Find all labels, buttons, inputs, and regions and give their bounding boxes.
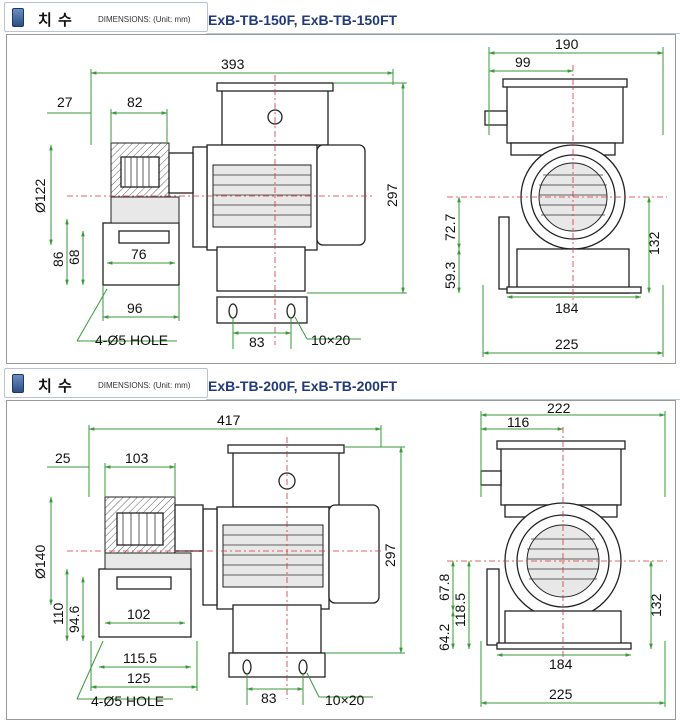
header-units: DIMENSIONS: (Unit: mm) xyxy=(98,381,191,390)
dim-height: 297 xyxy=(384,183,400,207)
dim-116: 116 xyxy=(507,414,530,430)
dim-83: 83 xyxy=(249,334,265,350)
dim-125: 125 xyxy=(127,670,151,686)
dim-103: 103 xyxy=(125,450,149,466)
dim-overall-length: 393 xyxy=(221,56,245,72)
dim-overall-length: 417 xyxy=(217,412,241,428)
side-dimensions: 393 27 82 Ø122 86 68 76 96 4-Ø5 HOLE 83 … xyxy=(32,56,407,350)
dim-94-6: 94.6 xyxy=(66,606,82,633)
dim-68: 68 xyxy=(66,249,82,265)
side-view xyxy=(67,437,383,699)
front-dimensions: 190 99 72.7 59.3 132 184 225 xyxy=(442,36,664,357)
dim-dia122: Ø122 xyxy=(32,179,48,213)
dim-225: 225 xyxy=(555,336,579,352)
dim-27: 27 xyxy=(57,94,73,110)
dim-72-7: 72.7 xyxy=(442,214,458,241)
section-marker-icon xyxy=(12,8,24,27)
dim-86: 86 xyxy=(50,251,66,267)
dim-225: 225 xyxy=(549,686,573,702)
front-dimensions: 222 116 67.8 118.5 64.2 132 184 225 xyxy=(436,400,666,707)
model-name: ExB-TB-200F, ExB-TB-200FT xyxy=(208,378,398,394)
front-view xyxy=(447,427,667,663)
dim-96: 96 xyxy=(127,300,143,316)
dim-slot: 10×20 xyxy=(325,692,365,708)
side-view xyxy=(67,75,372,345)
dim-83: 83 xyxy=(261,690,277,706)
header-bar: 치 수 DIMENSIONS: (Unit: mm) xyxy=(4,2,208,32)
dim-99: 99 xyxy=(515,54,531,70)
dim-82: 82 xyxy=(127,94,143,110)
dim-width-top: 222 xyxy=(547,401,571,416)
drawing-panel-1: 393 27 82 Ø122 86 68 76 96 4-Ø5 HOLE 83 … xyxy=(6,34,676,364)
dim-132: 132 xyxy=(648,593,664,617)
header-title: 치 수 xyxy=(38,12,73,29)
side-dimensions: 417 25 103 Ø140 110 94.6 102 115.5 125 4… xyxy=(32,412,405,709)
section-header-2: 치 수 DIMENSIONS: (Unit: mm) ExB-TB-200F, … xyxy=(0,366,680,400)
header-bar: 치 수 DIMENSIONS: (Unit: mm) xyxy=(4,368,208,398)
dim-slot: 10×20 xyxy=(311,332,351,348)
dim-hole: 4-Ø5 HOLE xyxy=(95,332,168,348)
dim-184: 184 xyxy=(555,300,579,316)
dim-height: 297 xyxy=(382,543,398,567)
dim-hole: 4-Ø5 HOLE xyxy=(91,693,164,709)
header-title: 치 수 xyxy=(38,378,73,395)
dim-184: 184 xyxy=(549,656,573,672)
dim-118-5: 118.5 xyxy=(452,593,468,627)
dim-67-8: 67.8 xyxy=(436,574,452,601)
dim-110: 110 xyxy=(50,602,66,625)
dim-width-top: 190 xyxy=(555,36,579,52)
drawing-panel-2: 417 25 103 Ø140 110 94.6 102 115.5 125 4… xyxy=(6,400,676,720)
header-units: DIMENSIONS: (Unit: mm) xyxy=(98,15,191,24)
section-header-1: 치 수 DIMENSIONS: (Unit: mm) ExB-TB-150F, … xyxy=(0,0,680,34)
dim-76: 76 xyxy=(131,246,147,262)
section-marker-icon xyxy=(12,374,24,393)
front-view xyxy=(447,65,667,305)
dim-25: 25 xyxy=(55,450,71,466)
dim-59-3: 59.3 xyxy=(442,262,458,289)
dim-102: 102 xyxy=(127,606,151,622)
dim-132: 132 xyxy=(646,231,662,255)
model-name: ExB-TB-150F, ExB-TB-150FT xyxy=(208,12,398,28)
dim-64-2: 64.2 xyxy=(436,624,452,651)
dim-115-5: 115.5 xyxy=(123,650,157,666)
dim-dia140: Ø140 xyxy=(32,545,48,579)
